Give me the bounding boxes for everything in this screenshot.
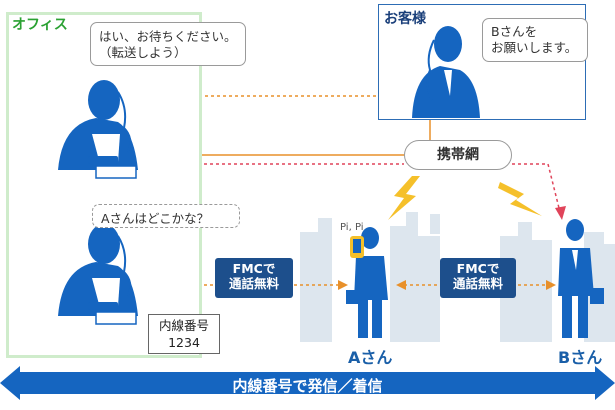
extension-label: 内線番号 [158, 318, 209, 333]
office-label: オフィス [12, 17, 68, 33]
person-a-figure [346, 227, 388, 338]
fmc-link-2-head-left [396, 280, 406, 290]
fmc-right-line1: FMCで [456, 261, 500, 276]
transfer-line-2 [512, 163, 561, 213]
operator-2-figure [58, 224, 138, 325]
fmc-free-call-badge-left: FMCで 通話無料 [215, 258, 293, 298]
banner-label: 内線番号で発信／着信 [232, 377, 383, 395]
lightning-icon-a [388, 176, 420, 220]
person-b-figure [558, 219, 604, 338]
fmc-right-line2: 通話無料 [452, 276, 503, 291]
operator-thought-bubble: Aさんはどこかな？ [92, 204, 240, 228]
banner-arrow [0, 366, 615, 400]
city-skyline [300, 212, 615, 342]
customer-request-line1: Bさんを [491, 24, 538, 39]
extension-number-box: 内線番号 1234 [148, 314, 220, 354]
fmc-link-1-head-right [338, 280, 348, 290]
operator-reply-line1: はい、お待ちください。 [99, 29, 237, 44]
mobile-network-cloud: 携帯網 [404, 140, 512, 170]
operator-thought-text: Aさんはどこかな？ [101, 211, 210, 226]
transfer-arrow-head [555, 206, 566, 220]
customer-label: お客様 [384, 11, 426, 27]
customer-figure [412, 26, 480, 118]
mobile-network-label: 携帯網 [437, 147, 479, 163]
customer-request-line2: お願いします。 [491, 40, 578, 55]
fmc-free-call-badge-right: FMCで 通話無料 [440, 258, 516, 298]
operator-reply-bubble: はい、お待ちください。 （転送しよう） [90, 22, 246, 66]
person-b-label: Bさん [558, 348, 603, 367]
customer-request-bubble: Bさんを お願いします。 [482, 18, 588, 62]
lightning-icon-b [498, 182, 542, 216]
fmc-left-line1: FMCで [232, 261, 276, 276]
operator-reply-line2: （転送しよう） [99, 45, 187, 60]
ringtone-text: Pi, Pi [340, 222, 364, 233]
fmc-left-line2: 通話無料 [228, 276, 279, 291]
person-a-label: Aさん [348, 348, 393, 367]
extension-number: 1234 [168, 335, 200, 350]
fmc-link-2-head-right [546, 280, 556, 290]
operator-1-figure [58, 80, 138, 179]
